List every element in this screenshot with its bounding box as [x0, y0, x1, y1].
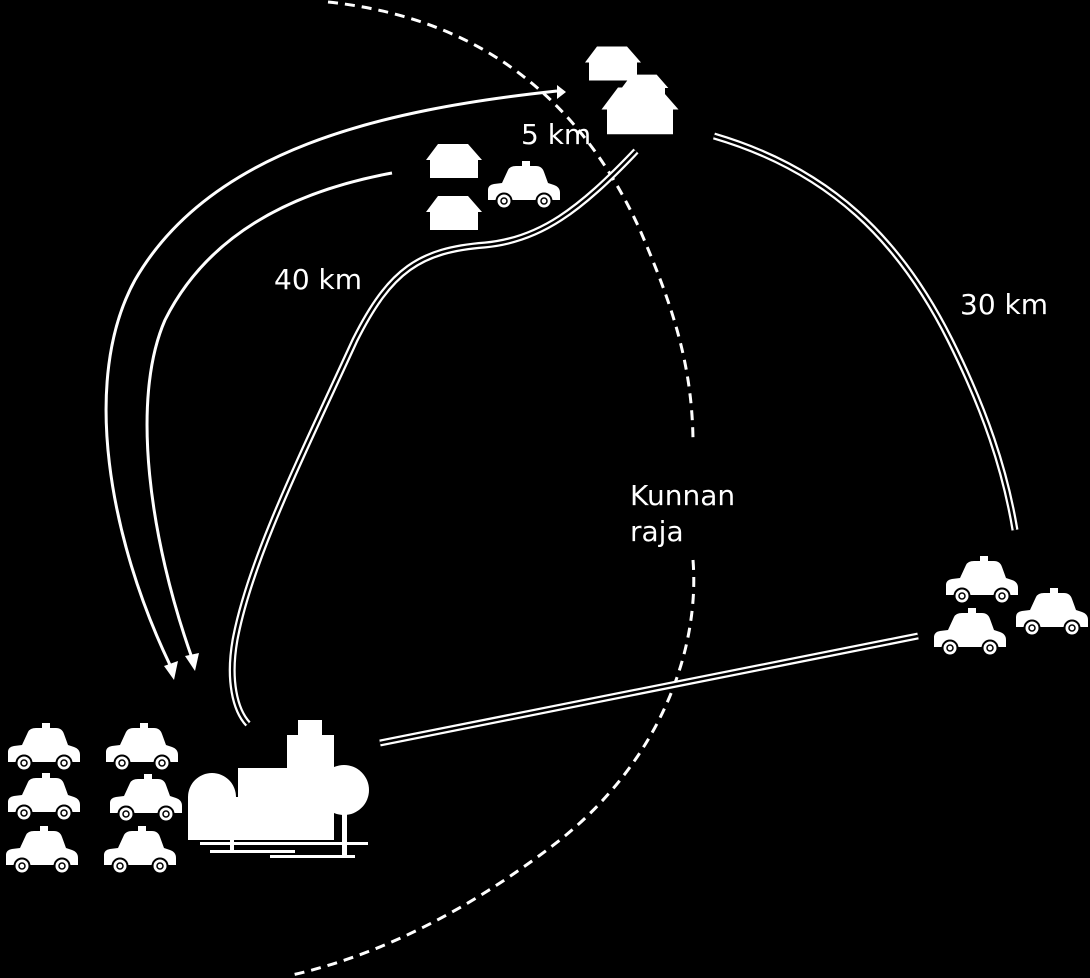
factory-icon [188, 720, 369, 858]
car-icon [5, 825, 79, 875]
car-icon [103, 825, 177, 875]
municipal-border-lower [291, 559, 696, 977]
house-icon [601, 87, 679, 135]
distance-label-5km: 5 km [521, 118, 592, 151]
distance-label-40km: 40 km [274, 263, 363, 296]
car-icon [105, 722, 179, 772]
commute-arrow-inner [145, 171, 393, 659]
car-icon [945, 555, 1019, 605]
car-icon [487, 160, 561, 210]
car-icon [7, 772, 81, 822]
border-label-line2: raja [630, 515, 684, 548]
municipal-border-label: Kunnan raja [630, 478, 770, 550]
house-icon [426, 196, 482, 230]
arrowhead-outer-icon [164, 661, 178, 680]
car-icon [109, 773, 183, 823]
municipal-border-upper [327, 0, 695, 441]
car-icon [1015, 587, 1089, 637]
town-house-cluster [585, 46, 679, 135]
distance-label-30km: 30 km [960, 288, 1049, 321]
house-icon [426, 144, 482, 178]
commute-arrow-outer [104, 89, 558, 666]
border-label-line1: Kunnan [630, 479, 736, 512]
car-icon [7, 722, 81, 772]
arrowhead-inner-icon [185, 653, 199, 671]
car-icon [933, 607, 1007, 657]
